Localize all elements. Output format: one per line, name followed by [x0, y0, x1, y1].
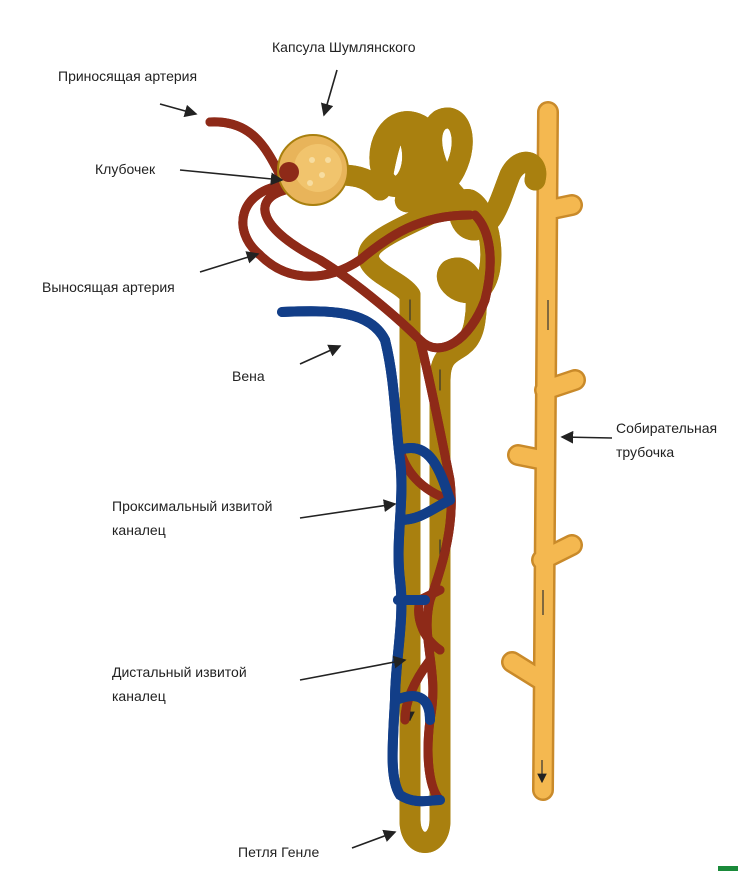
label-loop-of-henle: Петля Генле	[238, 844, 320, 860]
label-collecting-line2: трубочка	[616, 444, 675, 460]
label-proximal-tubule: Проксимальный извитой каналец	[112, 494, 272, 542]
bowman-capsule	[277, 134, 349, 206]
corner-mark	[718, 866, 738, 871]
collecting-duct	[501, 101, 586, 801]
label-distal-line2: каналец	[112, 688, 166, 704]
label-afferent-artery: Приносящая артерия	[58, 68, 198, 84]
label-distal-line1: Дистальный извитой	[112, 664, 247, 680]
label-distal-tubule: Дистальный извитой каналец	[112, 660, 247, 708]
label-collecting-duct: Собирательная трубочка	[616, 416, 717, 464]
vein	[277, 311, 455, 801]
label-vein: Вена	[232, 368, 265, 384]
label-proximal-line2: каналец	[112, 522, 166, 538]
label-capsule: Капсула Шумлянского	[272, 39, 416, 55]
label-glomerulus: Клубочек	[95, 161, 156, 177]
label-efferent-artery: Выносящая артерия	[42, 279, 175, 295]
label-collecting-line1: Собирательная	[616, 420, 718, 436]
artery	[205, 122, 490, 805]
label-arrows	[159, 69, 613, 849]
label-proximal-line1: Проксимальный извитой	[112, 498, 273, 514]
